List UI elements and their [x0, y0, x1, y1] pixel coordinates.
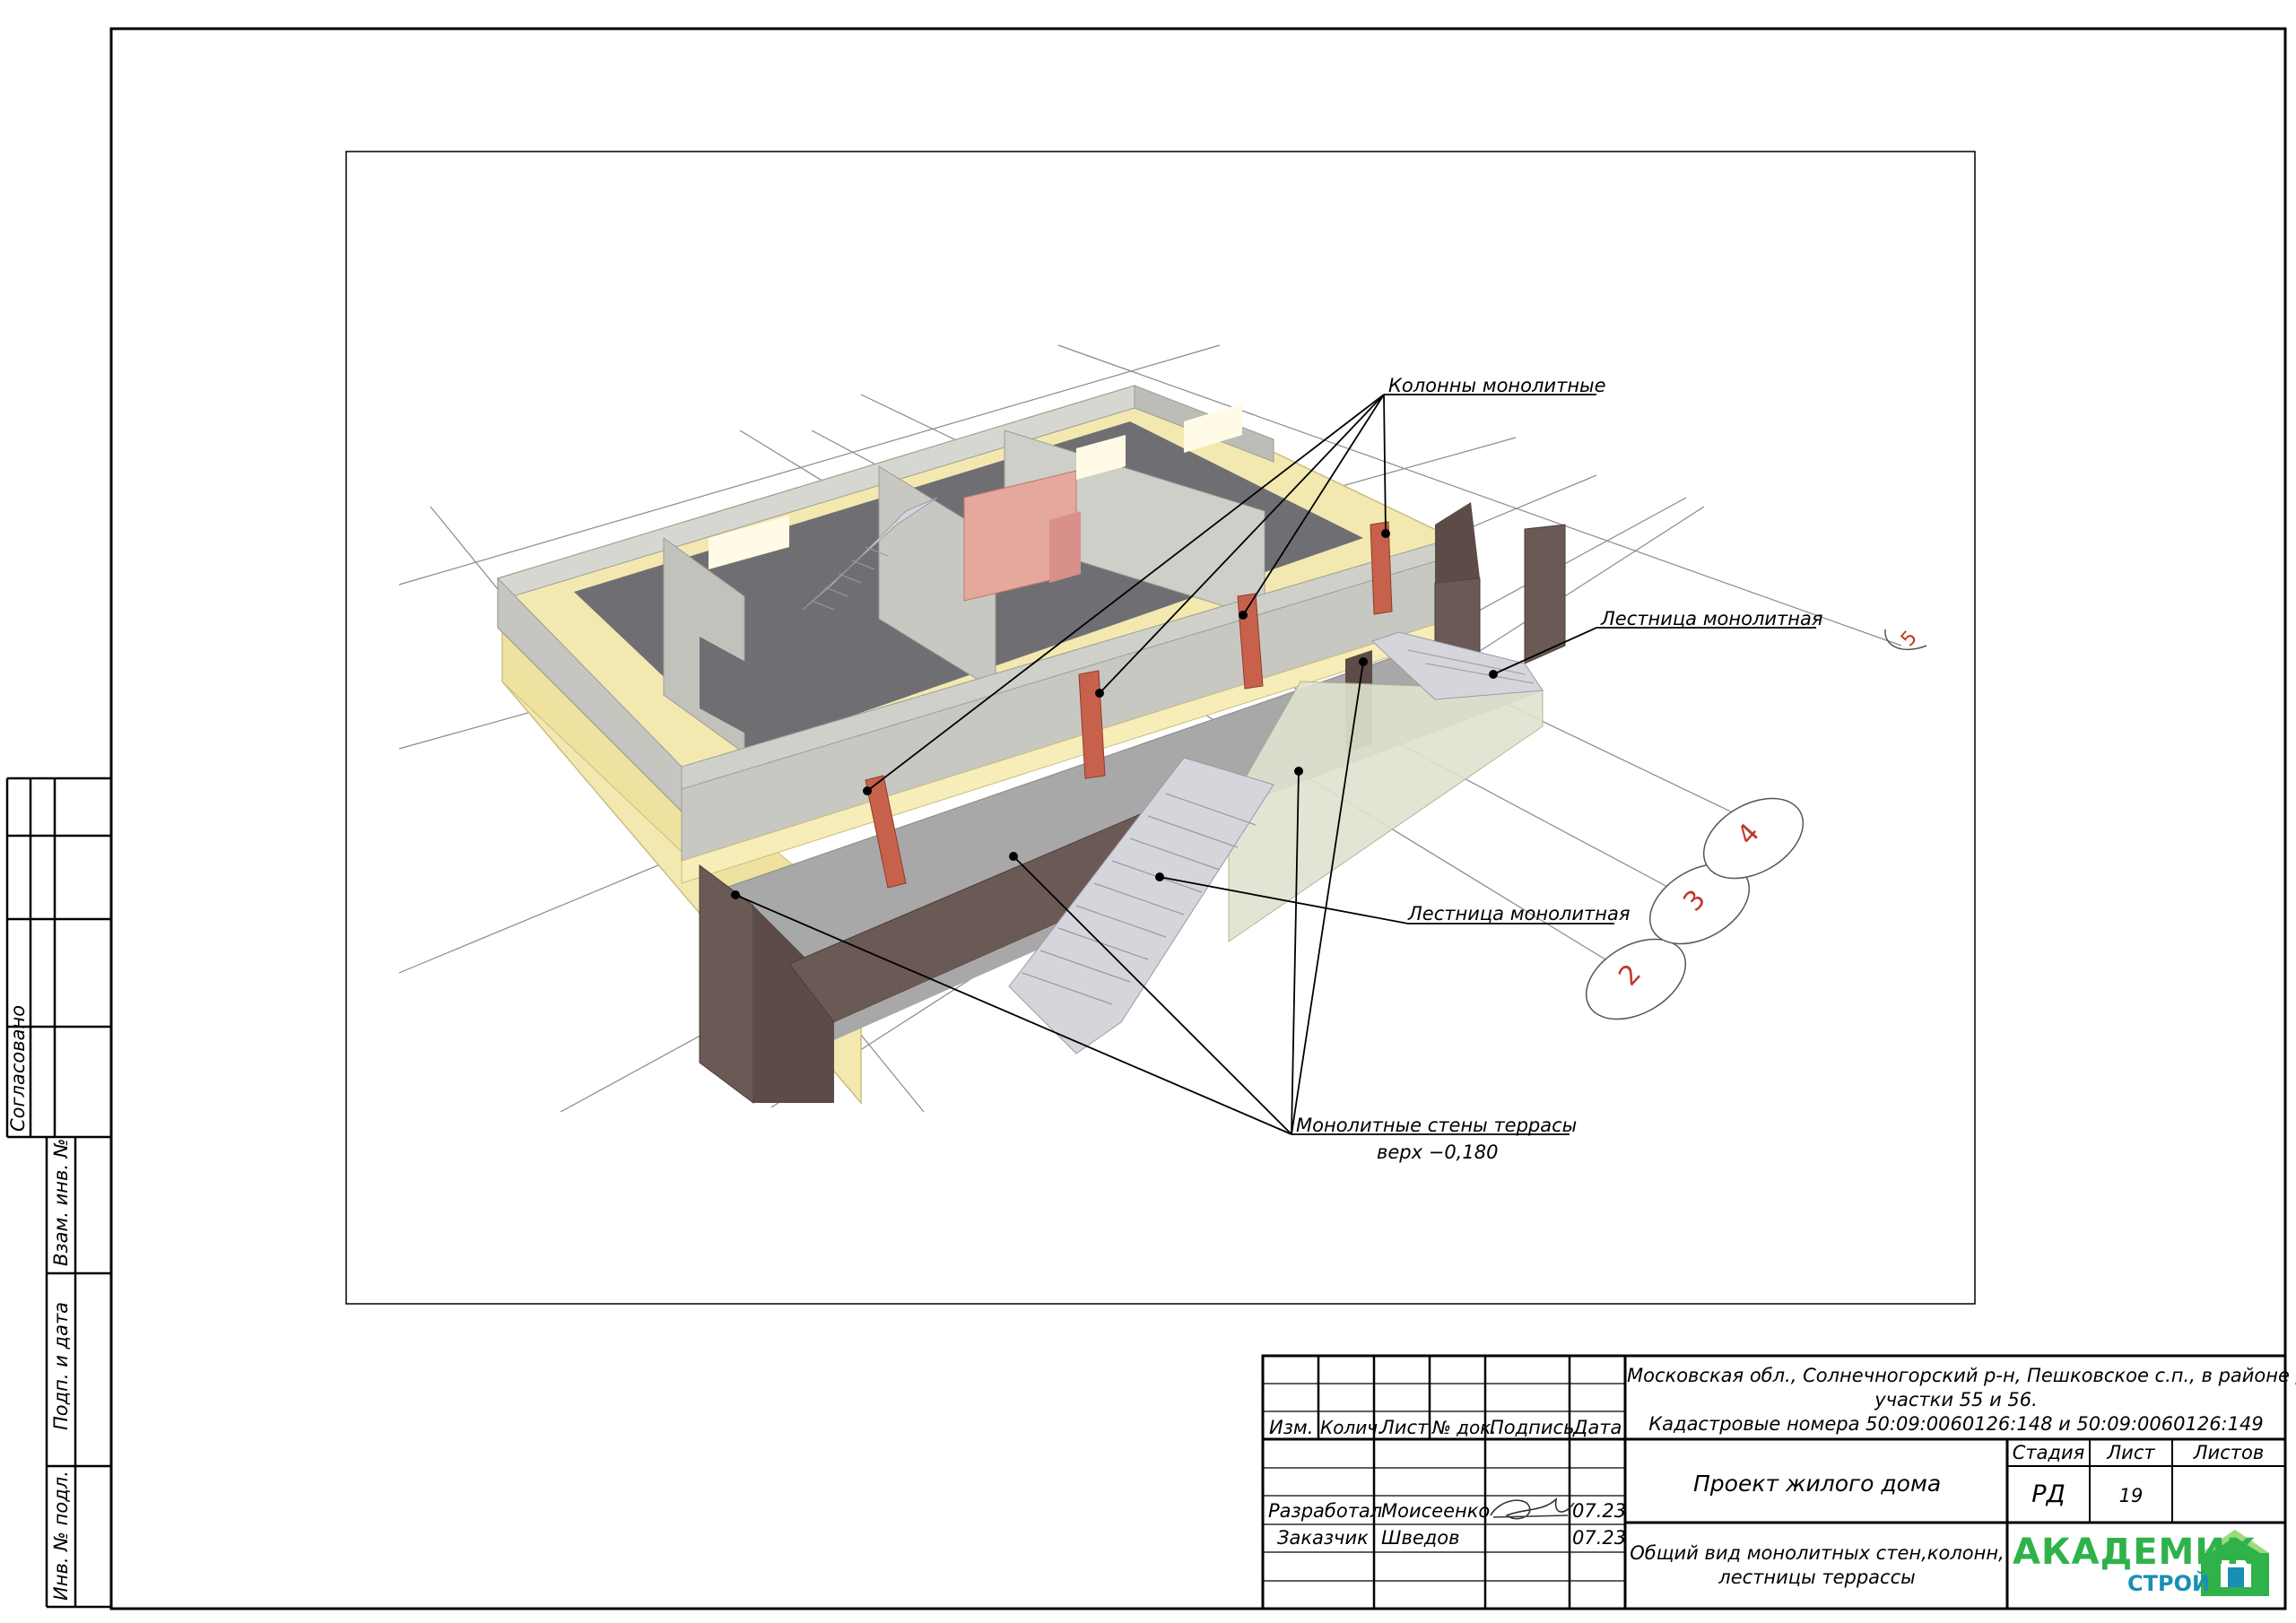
signature — [1490, 1497, 1575, 1520]
tb-header-signature: Подпись — [1490, 1417, 1575, 1438]
tb-name-customer: Шведов — [1381, 1527, 1460, 1549]
stamp-agreed: Согласовано — [7, 1004, 29, 1132]
callout-stair-main: Лестница монолитная — [1408, 903, 1631, 924]
logo-subtitle: СТРОЙ — [2127, 1571, 2211, 1596]
tb-stage-label: Стадия — [2012, 1442, 2085, 1463]
tb-address-line2: участки 55 и 56. — [1874, 1389, 2038, 1410]
tb-header-izm: Изм. — [1269, 1417, 1314, 1438]
view-frame — [345, 151, 1976, 1305]
stamp-inv-orig: Инв. № подл. — [50, 1471, 72, 1601]
tb-cadastral: Кадастровые номера 50:09:0060126:148 и 5… — [1648, 1413, 2264, 1435]
title-block-lines — [1261, 1354, 2287, 1610]
tb-date-developer: 07.23 — [1572, 1500, 1627, 1522]
stamp-sign-date: Подп. и дата — [50, 1301, 72, 1430]
side-stamp-lines — [5, 777, 111, 1609]
tb-sheet-value: 19 — [2118, 1485, 2144, 1506]
sheet-frame — [109, 27, 2287, 1610]
tb-sheet-title-line2: лестницы террассы — [1718, 1567, 1916, 1588]
logo-wordmark: АКАДЕМИК — [2013, 1532, 2257, 1573]
callout-stair-top: Лестница монолитная — [1601, 608, 1823, 629]
tb-date-customer: 07.23 — [1572, 1527, 1627, 1549]
tb-project-title: Проект жилого дома — [1693, 1471, 1942, 1497]
callout-columns: Колонны монолитные — [1388, 375, 1606, 396]
tb-role-developer: Разработал — [1268, 1500, 1383, 1522]
tb-header-doc: № док. — [1432, 1417, 1497, 1438]
logo-house-icon — [2201, 1530, 2269, 1596]
tb-header-date: Дата — [1573, 1417, 1622, 1438]
axis-bubble-shapes — [1585, 629, 1927, 1020]
callout-walls-line2: верх −0,180 — [1377, 1141, 1499, 1163]
tb-role-customer: Заказчик — [1277, 1527, 1369, 1549]
callout-walls-line1: Монолитные стены террасы — [1296, 1115, 1578, 1136]
tb-header-list: Лист — [1380, 1417, 1429, 1438]
stamp-replace-inv: Взам. инв. № — [50, 1138, 72, 1266]
tb-sheet-label: Лист — [2107, 1442, 2155, 1463]
building-model — [398, 344, 1927, 1135]
tb-sheets-label: Листов — [2193, 1442, 2265, 1463]
tb-stage-value: РД — [2031, 1480, 2066, 1508]
tb-name-developer: Моисеенко — [1381, 1500, 1491, 1522]
tb-sheet-title-line1: Общий вид монолитных стен,колонн, — [1630, 1542, 2005, 1564]
leader-dots — [731, 529, 1498, 899]
tb-header-kolich: Колич. — [1320, 1417, 1384, 1438]
tb-address-line1: Московская обл., Солнечногорский р-н, Пе… — [1627, 1365, 2296, 1386]
leader-lines — [735, 394, 1816, 1135]
